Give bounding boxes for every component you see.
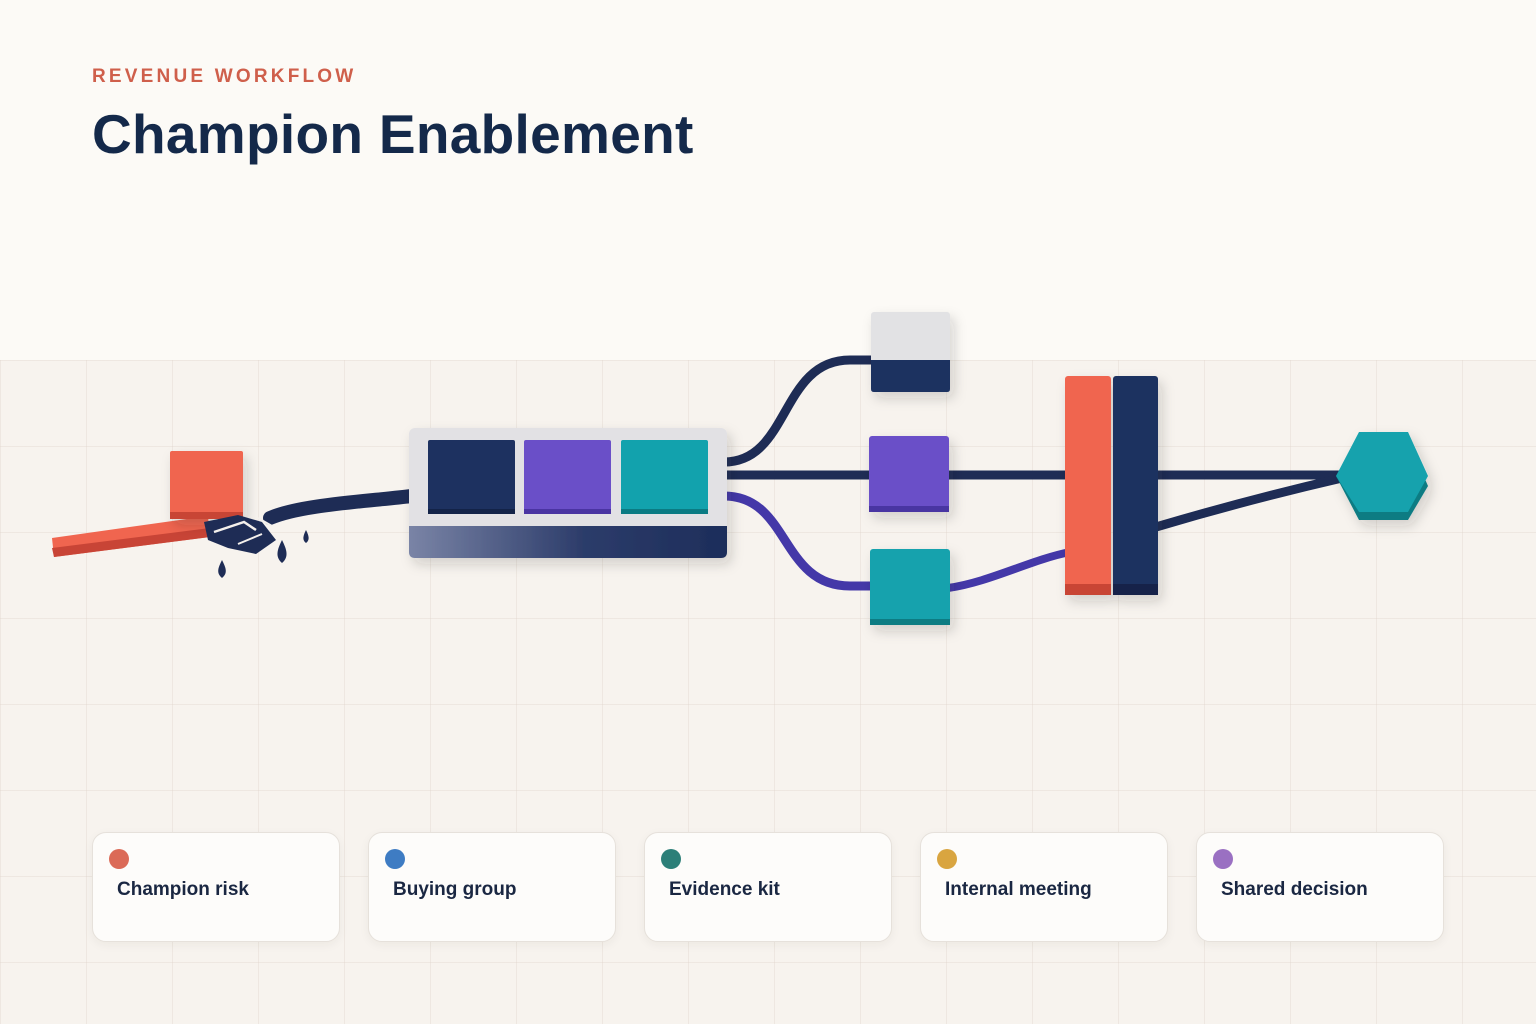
- tray-tiles: [428, 440, 708, 514]
- handshake-icon: [204, 515, 276, 554]
- dot-icon: [1213, 849, 1233, 869]
- legend-label: Buying group: [393, 879, 517, 900]
- connector-gate-lower-to-hex: [1154, 473, 1344, 532]
- workflow-diagram: [52, 312, 1428, 625]
- dot-icon: [385, 849, 405, 869]
- tray-tile-teal: [621, 440, 708, 514]
- legend-card-shared-decision: Shared decision: [1196, 832, 1444, 942]
- legend-card-champion-risk: Champion risk: [92, 832, 340, 942]
- drip-drops: [218, 530, 309, 578]
- legend-card-buying-group: Buying group: [368, 832, 616, 942]
- shared-decision-hexagon: [1336, 432, 1428, 520]
- tray-tile-purple: [524, 440, 611, 514]
- legend-label: Internal meeting: [945, 879, 1092, 900]
- tray-tile-navy: [428, 440, 515, 514]
- internal-meeting-gate: [1065, 376, 1158, 595]
- dot-icon: [937, 849, 957, 869]
- connector-hand-to-tray: [263, 489, 419, 525]
- evidence-block-middle: [869, 436, 949, 512]
- evidence-block-top: [871, 312, 950, 392]
- dot-icon: [661, 849, 681, 869]
- dot-icon: [109, 849, 129, 869]
- legend-card-evidence-kit: Evidence kit: [644, 832, 892, 942]
- section-eyebrow: REVENUE WORKFLOW: [92, 66, 357, 87]
- broken-beam: [52, 516, 210, 557]
- legend: Champion risk Buying group Evidence kit …: [92, 832, 1444, 942]
- legend-label: Shared decision: [1221, 879, 1368, 900]
- page-title: Champion Enablement: [92, 103, 694, 165]
- champion-risk-block: [170, 451, 243, 519]
- connector-tray-to-bottom: [723, 491, 872, 591]
- legend-card-internal-meeting: Internal meeting: [920, 832, 1168, 942]
- legend-label: Evidence kit: [669, 879, 780, 900]
- connector-tray-to-top: [723, 355, 872, 467]
- legend-label: Champion risk: [117, 879, 249, 900]
- connector-bottom-to-gate: [947, 548, 1071, 592]
- evidence-block-bottom: [870, 549, 950, 625]
